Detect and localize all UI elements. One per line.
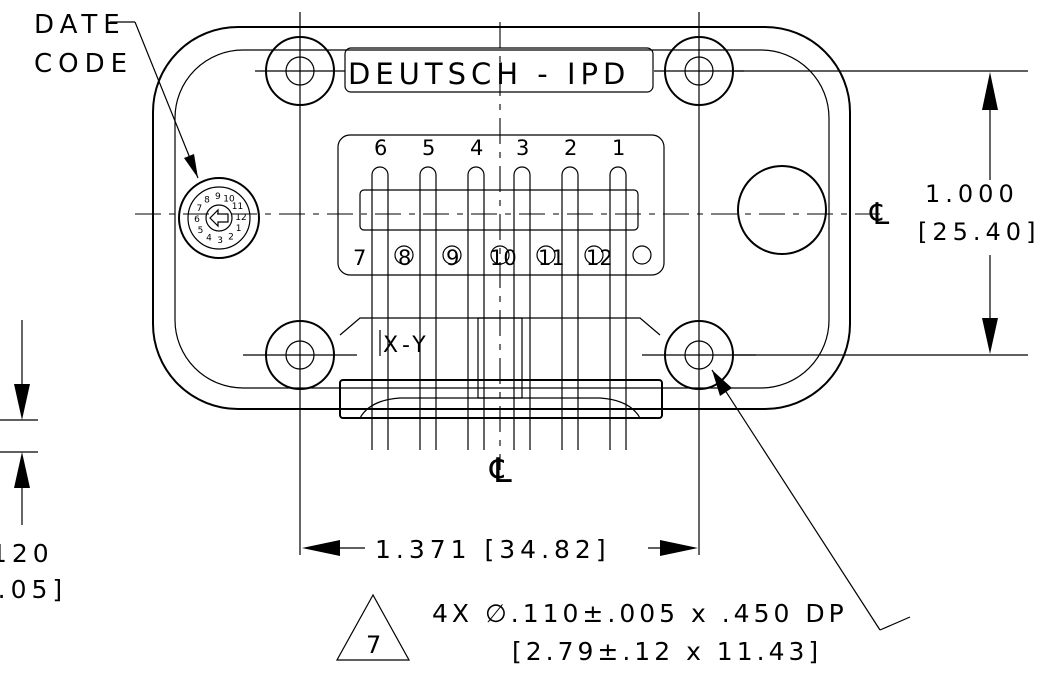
pin-outline: [419, 166, 437, 450]
pin-contact-ring: [442, 245, 462, 265]
hole-callout-leader: [711, 369, 911, 631]
date-wheel-digit: 8: [204, 196, 210, 206]
brand-label: DEUTSCH - IPD: [348, 57, 630, 91]
pin-label-bottom: 11: [538, 246, 565, 270]
housing-outline: [152, 26, 851, 410]
dimension-height: 1.000 [25.40]: [918, 72, 1040, 354]
pin-contact-ring: [584, 245, 604, 265]
pin-label-top: 1: [612, 136, 625, 160]
date-wheel-digit: 9: [215, 192, 221, 202]
round-boss: [737, 165, 827, 255]
centerline-symbol-bottom: ℄: [489, 451, 512, 491]
date-code-label-line1: DATE: [34, 10, 126, 40]
pin-label-bottom: 8: [398, 246, 411, 270]
dim-left-mm: [3.05]: [0, 575, 67, 604]
datum-label: X-Y: [383, 333, 431, 358]
date-wheel-digit: 4: [206, 234, 212, 244]
projection-lines: [299, 12, 1028, 555]
pin-label-top: 4: [470, 136, 483, 160]
dim-height-inch: 1.000: [925, 180, 1019, 208]
pin-contact-ring: [536, 245, 556, 265]
date-code-label-line2: CODE: [34, 49, 133, 79]
date-wheel-digit: 11: [232, 202, 243, 212]
pin-outline: [467, 166, 485, 450]
date-wheel-digit: 10: [223, 194, 235, 204]
pin-label-bottom: 10: [490, 246, 517, 270]
centerline-symbol-right: ℄: [869, 197, 889, 232]
dimension-left: .120 [3.05]: [0, 320, 67, 604]
pin-outline: [513, 166, 531, 450]
date-wheel-digit: 1: [236, 224, 242, 234]
pin-outline: [561, 166, 579, 450]
dim-left-inch: .120: [0, 539, 54, 568]
pin-field: [337, 134, 665, 399]
note-triangle: 7: [335, 593, 411, 661]
date-wheel-digit: 3: [217, 236, 223, 246]
dim-height-mm: [25.40]: [918, 218, 1040, 246]
date-wheel-digit: 2: [228, 232, 234, 242]
pin-label-bottom: 7: [353, 246, 366, 270]
pin-label-top: 3: [516, 136, 529, 160]
date-wheel-digit: 6: [194, 215, 200, 225]
dim-width-label: 1.371 [34.82]: [375, 535, 611, 564]
centerlines: [135, 22, 880, 470]
pin-label-bottom: 12: [586, 246, 613, 270]
latch-block: [339, 379, 663, 419]
pin-label-bottom: 9: [446, 246, 459, 270]
date-wheel-digit: 5: [198, 226, 204, 236]
note-number: 7: [366, 631, 381, 659]
date-wheel-digit: 7: [197, 204, 203, 214]
pin-labels-top: 6 5 4 3 2 1: [374, 136, 625, 160]
pin-labels-bottom: 7 8 9 10 11 12: [353, 246, 613, 270]
date-wheel-digit: 12: [235, 213, 246, 223]
pin-contact-ring: [632, 245, 652, 265]
hole-note-line2: [2.79±.12 x 11.43]: [512, 637, 822, 666]
pin-contact-ring: [490, 245, 510, 265]
pin-label-top: 6: [374, 136, 387, 160]
pin-label-top: 2: [564, 136, 577, 160]
pin-outline: [371, 166, 389, 450]
date-code-arrowhead: [184, 154, 198, 178]
hole-note-line1: 4X ∅.110±.005 x .450 DP: [432, 599, 848, 628]
pins: [371, 166, 652, 450]
dimension-width: 1.371 [34.82]: [302, 535, 698, 564]
pin-label-top: 5: [422, 136, 435, 160]
pin-contact-ring: [394, 245, 414, 265]
pin-outline: [609, 166, 627, 450]
